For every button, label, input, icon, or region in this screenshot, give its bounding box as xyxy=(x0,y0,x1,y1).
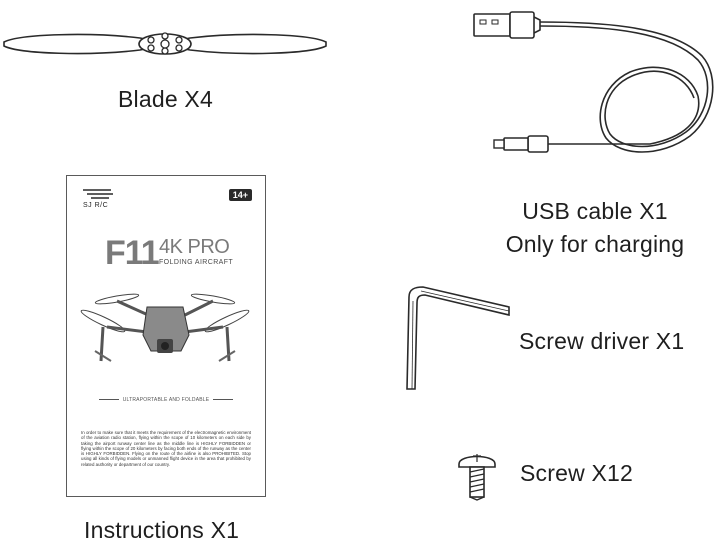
brand-logo-icon xyxy=(83,189,113,199)
manual-subtitle: FOLDING AIRCRAFT xyxy=(159,259,234,266)
blade-label: Blade X4 xyxy=(118,86,213,112)
manual-tagline: ULTRAPORTABLE AND FOLDABLE xyxy=(67,397,265,403)
instructions-label: Instructions X1 xyxy=(84,517,240,543)
screw-label: Screw X12 xyxy=(520,460,634,486)
screwdriver-label: Screw driver X1 xyxy=(519,328,685,354)
instruction-manual: SJ R/C 14+ F11 4K PRO FOLDING AIRCRAFT U… xyxy=(66,175,266,497)
usb-cable-icon xyxy=(473,11,714,153)
model-name: F11 xyxy=(105,234,160,272)
propeller-blade-icon xyxy=(3,32,327,55)
age-badge: 14+ xyxy=(228,189,252,201)
hex-key-icon xyxy=(406,286,510,390)
brand-text: SJ R/C xyxy=(83,202,109,209)
usb-cable-label-line2: Only for charging xyxy=(505,231,685,257)
drone-icon xyxy=(80,293,250,362)
screw-icon xyxy=(458,454,496,501)
model-sub: 4K PRO xyxy=(159,236,230,258)
usb-cable-label-line1: USB cable X1 xyxy=(522,198,668,224)
manual-notice: In order to make sure that it meets the … xyxy=(81,430,251,467)
